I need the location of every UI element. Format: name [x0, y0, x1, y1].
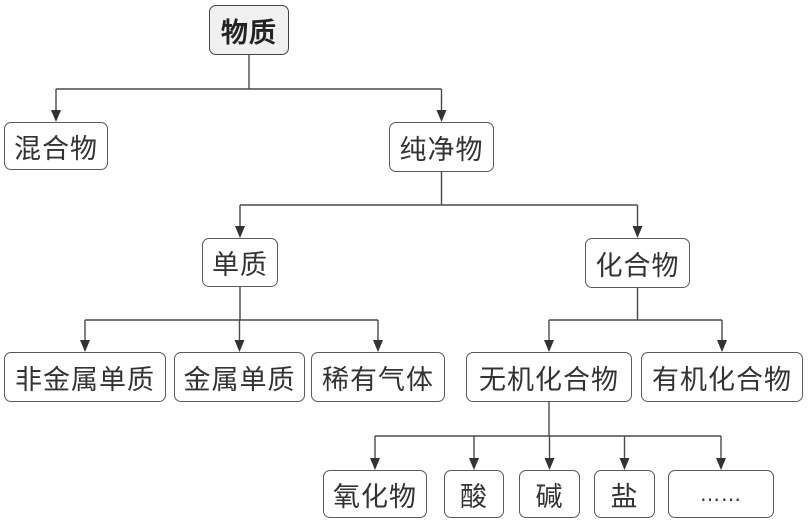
node-mixture: 混合物 [4, 122, 108, 170]
node-element: 单质 [202, 238, 278, 287]
arrowhead-icon [235, 226, 245, 238]
node-pure-substance: 纯净物 [389, 122, 494, 172]
node-salt: 盐 [594, 470, 655, 518]
arrowhead-icon [619, 458, 630, 470]
node-more-ellipsis: …… [668, 470, 774, 518]
node-inorganic-compound: 无机化合物 [466, 352, 632, 402]
arrowhead-icon [373, 340, 383, 352]
node-matter: 物质 [209, 5, 289, 55]
arrowhead-icon [51, 110, 61, 122]
arrowhead-icon [469, 458, 479, 470]
arrowhead-icon [632, 226, 643, 238]
arrowhead-icon [370, 458, 380, 470]
node-metal-element: 金属单质 [174, 352, 305, 402]
node-noble-gas: 稀有气体 [311, 352, 445, 402]
arrowhead-icon [234, 340, 245, 352]
arrowhead-icon [80, 340, 90, 352]
arrowhead-icon [544, 458, 555, 470]
arrowhead-icon [716, 458, 726, 470]
node-organic-compound: 有机化合物 [641, 352, 803, 402]
arrowhead-icon [544, 340, 554, 352]
node-compound: 化合物 [585, 238, 690, 288]
node-base: 碱 [519, 470, 580, 518]
arrowhead-icon [436, 110, 447, 122]
node-oxide: 氧化物 [323, 470, 427, 518]
arrowhead-icon [717, 340, 727, 352]
node-acid: 酸 [444, 470, 504, 518]
node-nonmetal-element: 非金属单质 [4, 352, 166, 402]
